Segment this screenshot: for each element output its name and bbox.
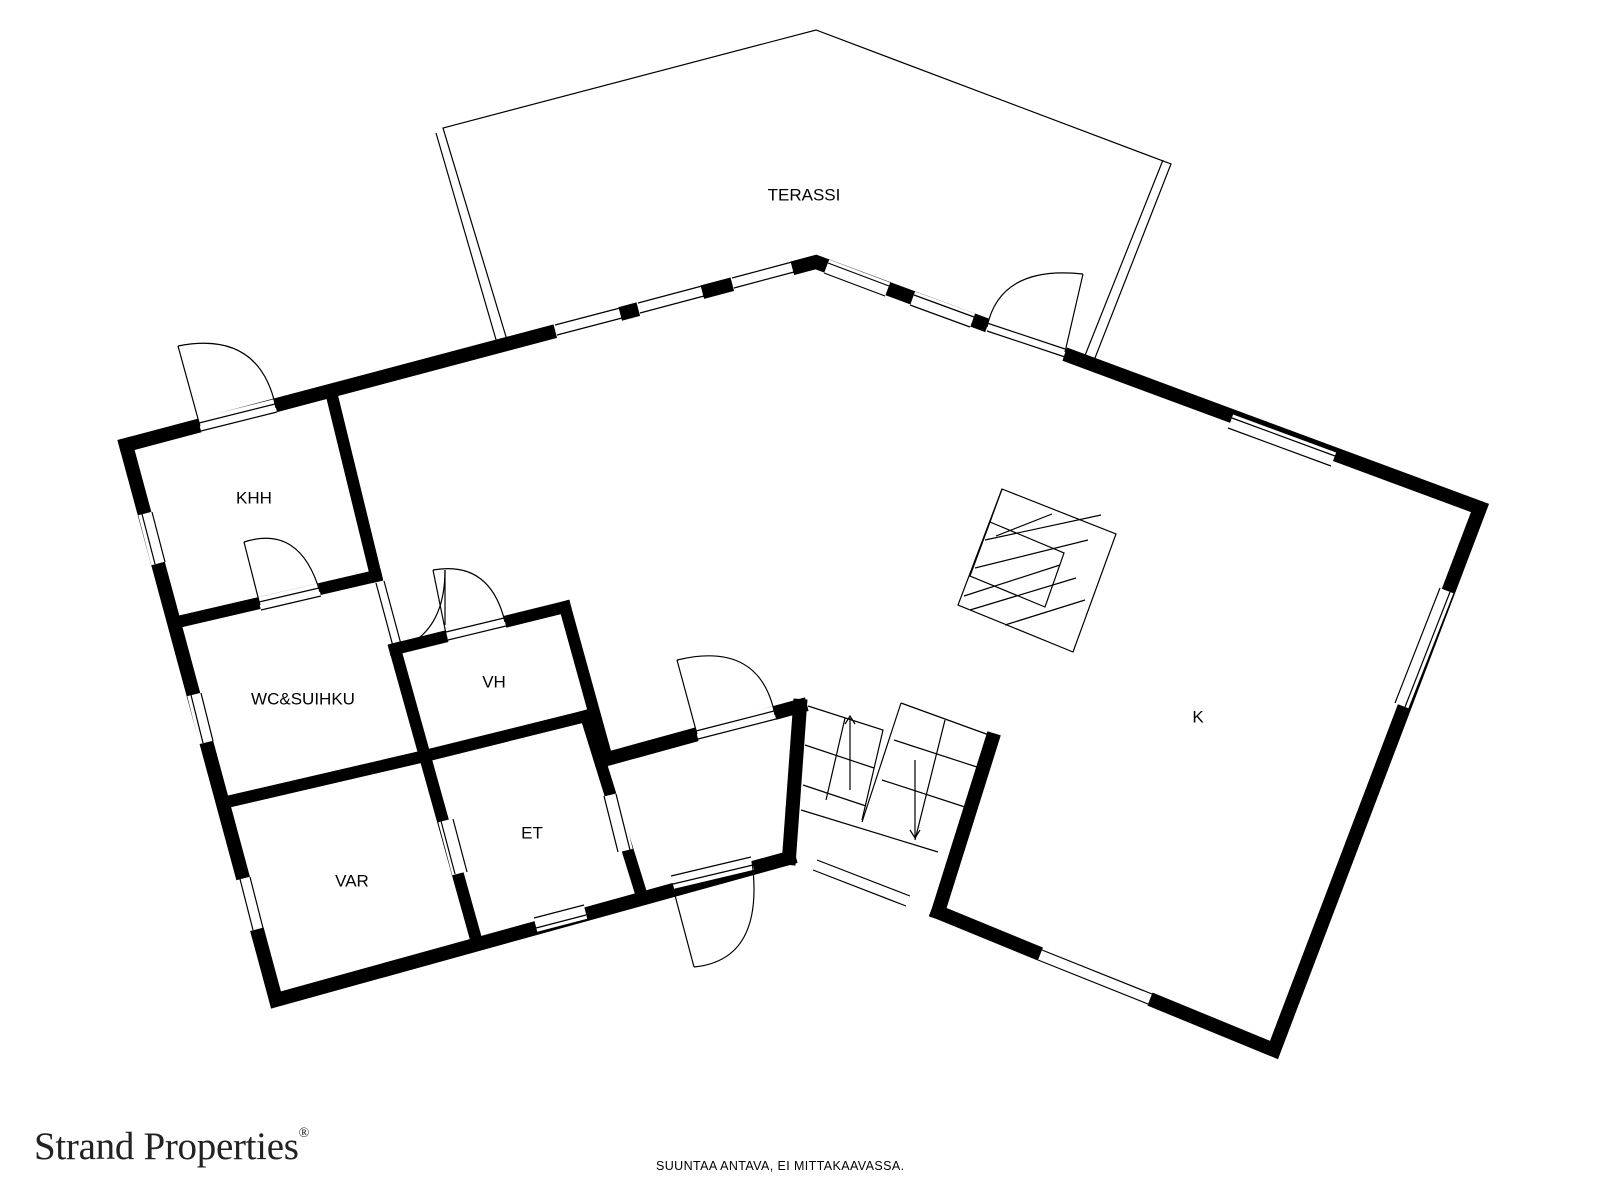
room-label-et: ET	[521, 823, 543, 842]
room-label-vh: VH	[482, 672, 506, 691]
brand-logo: Strand Properties®	[34, 1124, 309, 1169]
scale-disclaimer: SUUNTAA ANTAVA, EI MITTAKAAVASSA.	[656, 1159, 905, 1173]
room-label-k: K	[1192, 707, 1204, 726]
stairs	[800, 702, 990, 853]
brand-name: Strand Properties	[34, 1125, 299, 1168]
terrace-outline	[435, 29, 1172, 364]
fireplace	[957, 488, 1117, 653]
exterior-walls	[117, 254, 1490, 1060]
room-label-var: VAR	[335, 871, 369, 890]
interior-walls	[174, 392, 648, 940]
registered-mark: ®	[298, 1126, 310, 1141]
room-label-terassi: TERASSI	[768, 185, 841, 204]
room-label-khh: KHH	[236, 488, 272, 507]
room-label-wc-suihku: WC&SUIHKU	[251, 689, 355, 708]
doors	[177, 272, 1084, 968]
windows	[138, 258, 1454, 1008]
